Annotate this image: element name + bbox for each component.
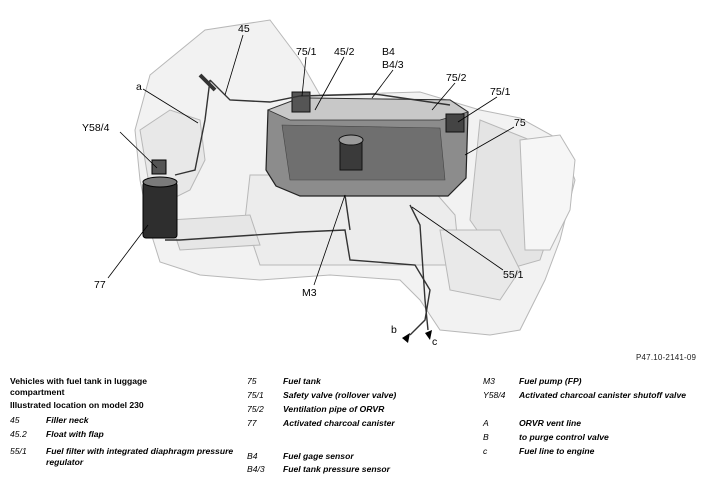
- callout-b: b: [391, 324, 397, 336]
- figure-reference: P47.10-2141-09: [636, 353, 697, 362]
- legend-item: 75/1 Safety valve (rollover valve): [247, 390, 396, 401]
- legend-code: Y58/4: [483, 390, 506, 400]
- legend-code: 45: [10, 415, 20, 425]
- legend-desc: Fuel tank pressure sensor: [283, 464, 390, 474]
- legend-desc: Fuel gage sensor: [283, 451, 354, 461]
- fuel-lines: [165, 73, 451, 336]
- legend-heading: Vehicles with fuel tank in luggage compa…: [10, 376, 148, 397]
- legend-item: M3 Fuel pump (FP): [483, 376, 582, 387]
- callout-B4-3: B4/3: [382, 59, 404, 71]
- callout-55-1: 55/1: [503, 269, 524, 281]
- fuel-system-diagram: 45 75/1 45/2 B4 B4/3 75/2 75/1 75 a Y58/…: [82, 19, 576, 348]
- legend-desc: Activated charcoal canister: [283, 418, 395, 428]
- legend-item: 77 Activated charcoal canister: [247, 418, 395, 429]
- legend-item: 75/2 Ventilation pipe of ORVR: [247, 404, 384, 415]
- callout-75-1-top: 75/1: [296, 46, 317, 58]
- legend-item: A ORVR vent line: [483, 418, 581, 429]
- legend-code: 75: [247, 376, 257, 386]
- legend-code: c: [483, 446, 488, 456]
- callout-77: 77: [94, 279, 106, 291]
- callout-75-2: 75/2: [446, 72, 467, 84]
- legend-item: 45 Filler neck: [10, 415, 89, 426]
- legend-code: 75/2: [247, 404, 264, 414]
- legend-desc: Float with flap: [46, 429, 104, 439]
- legend-desc: Fuel line to engine: [519, 446, 595, 456]
- legend-item: c Fuel line to engine: [483, 446, 594, 457]
- flow-arrows: [402, 330, 432, 343]
- legend-code: 55/1: [10, 446, 27, 456]
- legend-code: B4/3: [247, 464, 265, 474]
- legend-item: B to purge control valve: [483, 432, 609, 443]
- legend-desc: Filler neck: [46, 415, 89, 425]
- legend-desc: Safety valve (rollover valve): [283, 390, 397, 400]
- legend-code: 45.2: [10, 429, 27, 439]
- callout-45: 45: [238, 23, 250, 35]
- legend-desc: Fuel filter with integrated diaphragm pr…: [46, 446, 234, 467]
- legend-code: B4: [247, 451, 258, 461]
- legend-code: 75/1: [247, 390, 264, 400]
- legend-code: 77: [247, 418, 257, 428]
- legend-subheading: Illustrated location on model 230: [10, 400, 144, 410]
- callout-c: c: [432, 336, 437, 348]
- legend-item: 55/1 Fuel filter with integrated diaphra…: [10, 446, 240, 468]
- legend-item: B4/3 Fuel tank pressure sensor: [247, 464, 390, 475]
- callout-Y58-4: Y58/4: [82, 122, 110, 134]
- legend-item: 45.2 Float with flap: [10, 429, 104, 440]
- legend-item: Y58/4 Activated charcoal canister shutof…: [483, 390, 697, 401]
- callout-a: a: [136, 81, 142, 93]
- legend-code: B: [483, 432, 489, 442]
- leader-lines: [107, 34, 515, 286]
- callout-75-1-right: 75/1: [490, 86, 511, 98]
- legend-desc: Fuel pump (FP): [519, 376, 582, 386]
- legend-code: A: [483, 418, 489, 428]
- legend-item: 75 Fuel tank: [247, 376, 321, 387]
- fuel-tank-drawing: [265, 91, 469, 197]
- legend-desc: Fuel tank: [283, 376, 321, 386]
- legend-desc: to purge control valve: [519, 432, 609, 442]
- callout-75: 75: [514, 117, 526, 129]
- legend-desc: Activated charcoal canister shutoff valv…: [519, 390, 687, 400]
- callout-M3: M3: [302, 287, 317, 299]
- legend-desc: Ventilation pipe of ORVR: [283, 404, 385, 414]
- legend-code: M3: [483, 376, 495, 386]
- callout-45-2: 45/2: [334, 46, 355, 58]
- legend-item: B4 Fuel gage sensor: [247, 451, 354, 462]
- legend-desc: ORVR vent line: [519, 418, 582, 428]
- callout-B4: B4: [382, 46, 395, 58]
- charcoal-canister-drawing: [142, 159, 178, 239]
